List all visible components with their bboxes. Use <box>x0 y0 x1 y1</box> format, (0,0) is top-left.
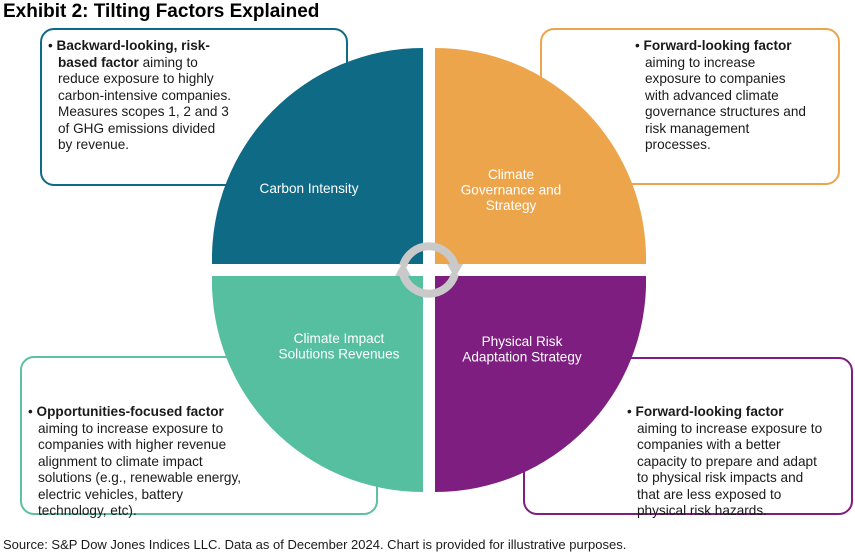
card-body-text: aiming to increase exposure to <box>38 420 224 436</box>
card-text-line: capacity to prepare and adapt <box>627 454 822 471</box>
card-text-line: exposure to companies <box>635 71 806 88</box>
card-body-text: aiming to increase exposure to <box>637 420 823 436</box>
card-body-text: capacity to prepare and adapt <box>637 453 817 469</box>
cycle-arrows-icon <box>395 242 463 298</box>
bullet-icon: • <box>635 38 644 53</box>
card-text-line: • Forward-looking factor <box>627 404 822 421</box>
cycle-arrowhead-lower <box>395 262 411 276</box>
card-body-text: risk management <box>645 120 750 136</box>
card-body-text: technology, etc). <box>38 503 137 518</box>
bullet-icon: • <box>28 404 37 419</box>
card-text: • Backward-looking, risk-based factor ai… <box>48 38 231 154</box>
cycle-arrow-lower <box>399 272 459 298</box>
card-text-line: • Backward-looking, risk- <box>48 38 231 55</box>
card-lead-text: Forward-looking factor <box>635 404 784 419</box>
card-text-line: of GHG emissions divided <box>48 121 231 138</box>
quadrant-label-line: Governance and <box>461 183 562 198</box>
quadrant-label-line: Solutions Revenues <box>279 347 400 362</box>
card-text-line: companies with higher revenue <box>28 437 241 454</box>
card-text-line: • Opportunities-focused factor <box>28 404 241 421</box>
card-text-line: governance structures and <box>635 104 806 121</box>
card-body-text: to physical risk impacts and <box>637 470 804 485</box>
quadrant-label-carbon-intensity: Carbon Intensity <box>260 181 359 196</box>
card-text-line: aiming to increase exposure to <box>28 421 241 438</box>
quadrant-carbon-intensity <box>212 48 423 264</box>
quadrant-label-line: Adaptation Strategy <box>462 350 582 365</box>
exhibit-title: Exhibit 2: Tilting Factors Explained <box>3 1 320 22</box>
card-text-line: based factor aiming to <box>48 55 231 72</box>
card-lead-text: Opportunities-focused factor <box>36 404 224 419</box>
card-text-line: with advanced climate <box>635 88 806 105</box>
card-text-line: by revenue. <box>48 137 231 154</box>
card-text-line: to physical risk impacts and <box>627 470 822 487</box>
quadrant-label-line: Strategy <box>486 198 537 213</box>
card-text-line: solutions (e.g., renewable energy, <box>28 470 241 487</box>
card-body-text: companies with a better <box>637 437 781 452</box>
card-body-text: physical risk hazards. <box>637 503 767 518</box>
card-text-line: aiming to increase exposure to <box>627 421 822 438</box>
card-text-line: risk management <box>635 121 806 138</box>
quadrant-label-line: Physical Risk <box>482 334 563 349</box>
card-text-line: technology, etc). <box>28 503 241 520</box>
card-body-text: with advanced climate <box>645 87 779 103</box>
card-text-line: Measures scopes 1, 2 and 3 <box>48 104 231 121</box>
card-text-line: that are less exposed to <box>627 487 822 504</box>
card-body-text: exposure to companies <box>645 71 786 86</box>
cycle-arrow-upper <box>399 242 459 268</box>
card-body-text: processes. <box>645 137 711 152</box>
card-text-line: companies with a better <box>627 437 822 454</box>
card-text-line: aiming to increase <box>635 55 806 72</box>
card-lead-text: Forward-looking factor <box>643 38 792 53</box>
card-body-text: electric vehicles, battery <box>38 486 184 502</box>
card-body-text: by revenue. <box>58 137 130 152</box>
card-lead-text: based factor <box>58 54 139 70</box>
card-text-line: • Forward-looking factor <box>635 38 806 55</box>
card-body-text: reduce exposure to highly <box>58 71 214 86</box>
card-body-text: governance structures and <box>645 104 806 119</box>
quadrant-label-line: Climate <box>488 167 534 182</box>
source-note: Source: S&P Dow Jones Indices LLC. Data … <box>3 537 627 552</box>
card-body-text: alignment to climate impact <box>38 453 203 469</box>
card-body-text: aiming to increase <box>645 54 756 70</box>
card-body-text: solutions (e.g., renewable energy, <box>38 470 242 485</box>
card-lead-text: Backward-looking, risk- <box>56 38 210 53</box>
card-body-text: aiming to <box>138 54 198 70</box>
cycle-arrowhead-upper <box>447 264 463 278</box>
card-text-line: reduce exposure to highly <box>48 71 231 88</box>
card-text-line: physical risk hazards. <box>627 503 822 520</box>
card-body-text: that are less exposed to <box>637 486 782 502</box>
card-text-line: carbon-intensive companies. <box>48 88 231 105</box>
quadrant-climate-impact-solutions <box>212 276 423 492</box>
quadrant-physical-risk-adaptation <box>435 276 646 492</box>
card-text-line: alignment to climate impact <box>28 454 241 471</box>
quadrant-climate-governance <box>435 48 646 264</box>
quadrant-label-line: Carbon Intensity <box>260 181 359 196</box>
card-body-text: of GHG emissions divided <box>58 120 216 136</box>
card-body-text: companies with higher revenue <box>38 437 227 452</box>
card-body-text: Measures scopes 1, 2 and 3 <box>58 104 229 119</box>
card-text-line: processes. <box>635 137 806 154</box>
bullet-icon: • <box>627 404 636 419</box>
bullet-icon: • <box>48 38 57 53</box>
card-body-text: carbon-intensive companies. <box>58 87 232 103</box>
card-text-line: electric vehicles, battery <box>28 487 241 504</box>
quadrant-label-line: Climate Impact <box>294 331 385 346</box>
